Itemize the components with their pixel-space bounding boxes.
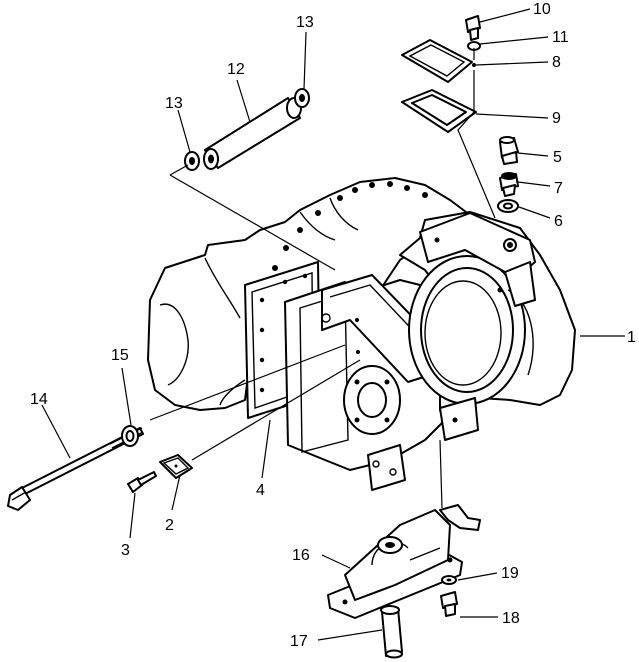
callout-19: 19 bbox=[501, 565, 519, 582]
callout-18: 18 bbox=[502, 610, 520, 627]
callout-6: 6 bbox=[554, 213, 563, 230]
callout-5: 5 bbox=[553, 149, 562, 166]
callout-16: 16 bbox=[292, 547, 310, 564]
callout-7: 7 bbox=[554, 180, 563, 197]
screw-part-3 bbox=[127, 471, 157, 493]
breather-part-5 bbox=[499, 136, 519, 165]
pipe-part-12 bbox=[203, 97, 302, 170]
housing-part-1 bbox=[147, 177, 576, 491]
bolt-part-18 bbox=[440, 591, 458, 617]
callout-2: 2 bbox=[165, 517, 174, 534]
bolt-part-14 bbox=[7, 427, 144, 511]
callout-1: 1 bbox=[627, 329, 636, 346]
gasket-holes bbox=[259, 273, 308, 393]
bracket-part-16 bbox=[327, 504, 481, 619]
gasket-part-9 bbox=[401, 89, 477, 133]
plug-part-7 bbox=[499, 172, 519, 197]
assembly-line-pipe-12 bbox=[169, 164, 336, 271]
assembly-line-bolt-14 bbox=[149, 344, 346, 421]
pin-part-17 bbox=[380, 605, 403, 659]
callout-3: 3 bbox=[121, 542, 130, 559]
callout-10: 10 bbox=[533, 1, 551, 18]
callout-14: 14 bbox=[30, 391, 48, 408]
callout-13b: 13 bbox=[296, 14, 314, 31]
washer-part-6 bbox=[497, 199, 519, 213]
washer-part-15 bbox=[121, 425, 139, 447]
bolt-part-10 bbox=[465, 15, 481, 41]
cover-part-8 bbox=[401, 39, 476, 83]
assembly-line-cover-8 bbox=[457, 48, 496, 219]
callout-13a: 13 bbox=[165, 95, 183, 112]
callout-4: 4 bbox=[256, 482, 265, 499]
oring-part-13-upper bbox=[294, 88, 310, 108]
callout-12: 12 bbox=[227, 61, 245, 78]
callout-8: 8 bbox=[552, 54, 561, 71]
assembly-line-bracket-16 bbox=[439, 439, 443, 509]
cover-plate-part-2 bbox=[159, 454, 193, 479]
callout-11: 11 bbox=[552, 29, 569, 46]
assembly-line-cover-2 bbox=[191, 359, 361, 461]
callout-17: 17 bbox=[290, 633, 308, 650]
washer-part-19 bbox=[441, 575, 457, 585]
callout-leaders bbox=[41, 8, 625, 641]
callout-9: 9 bbox=[552, 110, 561, 127]
oring-part-13-lower bbox=[184, 151, 200, 171]
callout-15: 15 bbox=[111, 347, 129, 364]
